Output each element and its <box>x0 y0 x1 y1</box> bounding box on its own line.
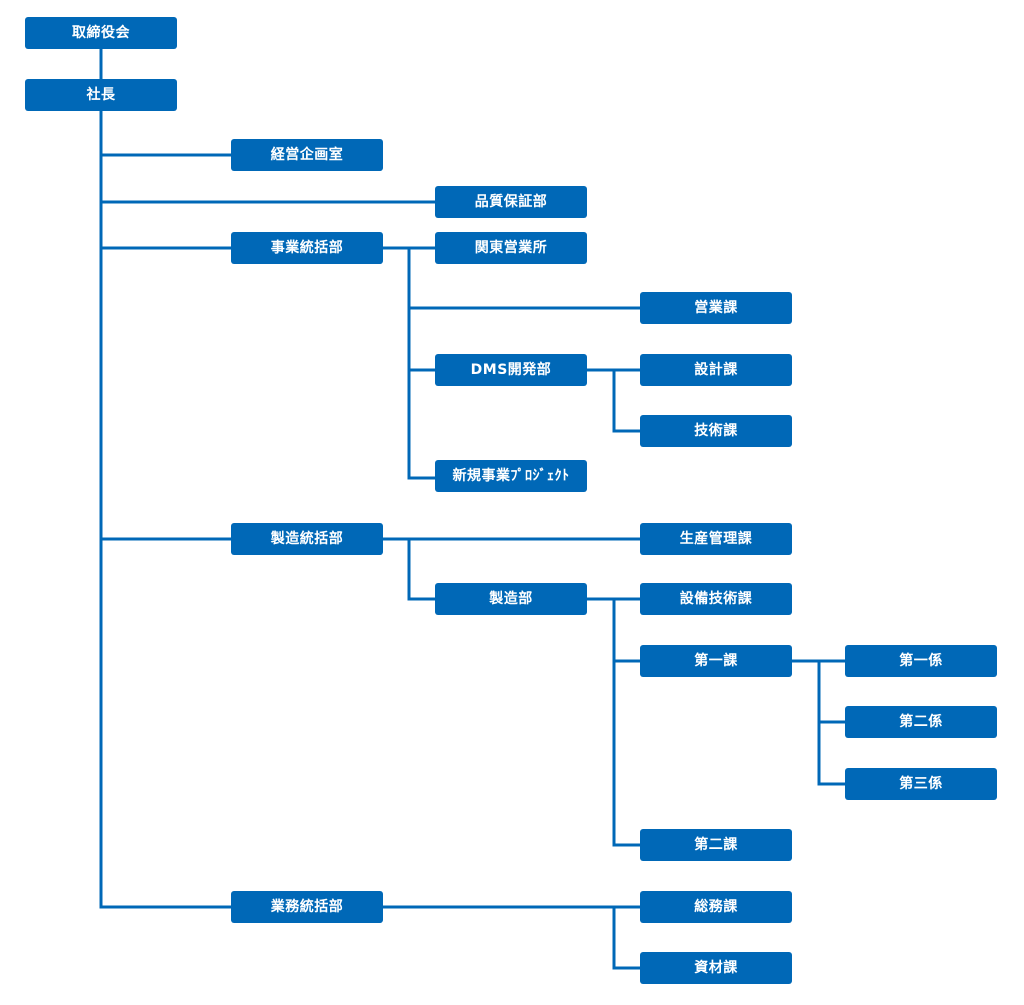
node-design: 設計課 <box>640 354 792 386</box>
node-president: 社長 <box>25 79 177 111</box>
node-bizdiv: 事業統括部 <box>231 232 383 264</box>
node-sec2: 第二課 <box>640 829 792 861</box>
node-kanto: 関東営業所 <box>435 232 587 264</box>
node-opsdiv: 業務統括部 <box>231 891 383 923</box>
node-unit1: 第一係 <box>845 645 997 677</box>
node-dms: DMS開発部 <box>435 354 587 386</box>
node-unit2: 第二係 <box>845 706 997 738</box>
node-sales: 営業課 <box>640 292 792 324</box>
node-planning: 経営企画室 <box>231 139 383 171</box>
node-board: 取締役会 <box>25 17 177 49</box>
node-materials: 資材課 <box>640 952 792 984</box>
node-unit3: 第三係 <box>845 768 997 800</box>
node-sec1: 第一課 <box>640 645 792 677</box>
node-qa: 品質保証部 <box>435 186 587 218</box>
node-tech: 技術課 <box>640 415 792 447</box>
node-equip: 設備技術課 <box>640 583 792 615</box>
node-prodctl: 生産管理課 <box>640 523 792 555</box>
node-mfg: 製造部 <box>435 583 587 615</box>
node-newproj: 新規事業ﾌﾟﾛｼﾞｪｸﾄ <box>435 460 587 492</box>
node-mfgdiv: 製造統括部 <box>231 523 383 555</box>
node-general: 総務課 <box>640 891 792 923</box>
